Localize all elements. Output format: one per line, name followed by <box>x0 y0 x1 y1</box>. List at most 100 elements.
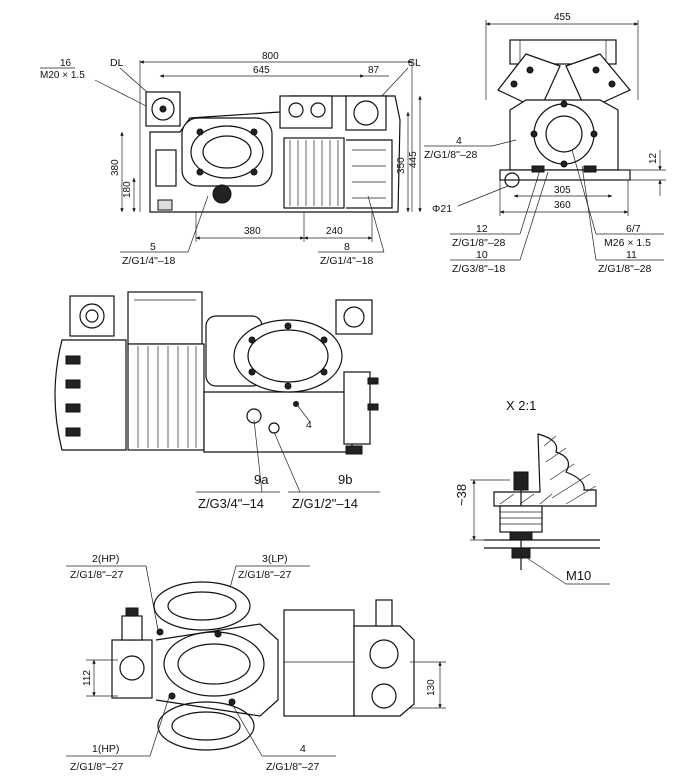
bottom-head-upper <box>153 581 251 631</box>
port-5-thread: Z/G1/4"–18 <box>122 255 176 267</box>
detail-bolt-m10: M10 <box>566 568 591 583</box>
dim-455-text: 455 <box>554 12 571 23</box>
side-view-discharge-flange <box>335 299 373 335</box>
end-port-67-thread: M26 × 1.5 <box>604 237 651 249</box>
bottom-port-3-thread: Z/G1/8"–27 <box>238 569 292 581</box>
suction-flange <box>345 95 387 131</box>
sight-glass <box>212 184 232 204</box>
end-port-10-number: 10 <box>476 249 488 261</box>
cylinder-head-top <box>181 117 273 187</box>
leader-dia-21 <box>457 185 509 207</box>
port-8-thread: Z/G1/4"–18 <box>320 255 374 267</box>
end-port-10-thread: Z/G3/8"–18 <box>452 263 506 275</box>
end-port-12-number: 12 <box>476 223 488 235</box>
dim-180-text: 180 <box>122 181 133 198</box>
end-port-12-thread: Z/G1/8"–28 <box>452 237 506 249</box>
leader-end-port-10 <box>519 171 549 261</box>
side-view-crankcase <box>203 391 353 453</box>
leader-end-port-11 <box>581 165 597 261</box>
bottom-port-4-number: 4 <box>300 743 306 755</box>
side-view: 4 9a Z/G3/4"–14 9b Z/G1/2"–14 <box>54 291 380 511</box>
side-view-suction-flange <box>69 295 115 337</box>
dim-240-text: 240 <box>326 226 343 237</box>
leader-end-port-12 <box>519 169 541 235</box>
bottom-head-lower <box>157 701 255 751</box>
detail-bolt-head <box>513 471 529 491</box>
bottom-port-2-thread: Z/G1/8"–27 <box>70 569 124 581</box>
side-port-9a-thread: Z/G3/4"–14 <box>198 496 264 511</box>
dim-305-text: 305 <box>554 185 571 196</box>
end-port-11-thread: Z/G1/8"–28 <box>598 263 652 275</box>
leader-bottom-port-2 <box>145 565 159 631</box>
dia-21-text: Φ21 <box>432 203 452 215</box>
bottom-port-1-number: 1(HP) <box>92 743 119 755</box>
side-view-oil-pump <box>343 371 371 445</box>
side-view-motor-fins <box>127 343 205 451</box>
detail-x: X 2:1 ~38 M10 <box>454 398 610 585</box>
leader-end-port-67 <box>571 149 597 235</box>
side-port-9b-number: 9b <box>338 472 352 487</box>
bottom-port-4-thread: Z/G1/8"–27 <box>266 761 320 773</box>
end-port-67-number: 6/7 <box>626 223 641 235</box>
bottom-head-middle <box>163 631 265 697</box>
dim-645-text: 645 <box>253 65 270 76</box>
end-view-crankcase <box>509 99 619 171</box>
dim-16-text: 16 <box>60 58 72 69</box>
motor-end-cover <box>346 139 393 209</box>
bottom-port-1-thread: Z/G1/8"–27 <box>70 761 124 773</box>
thread-m20-text: M20 × 1.5 <box>40 70 85 81</box>
side-view-motor-end <box>54 339 127 451</box>
bottom-motor-box <box>283 609 355 717</box>
detail-dim-38: ~38 <box>454 484 469 506</box>
top-view: 800 645 87 16 M20 × 1.5 DL SL <box>40 51 422 267</box>
bottom-left-flange <box>111 639 153 699</box>
end-view: 455 12 4 Z/G1/8"–28 Φ21 30 <box>424 12 666 275</box>
end-port-4-thread: Z/G1/8"–28 <box>424 149 478 161</box>
dim-800-text: 800 <box>262 51 279 62</box>
bottom-right-end <box>353 625 415 717</box>
leader-end-port-4 <box>491 139 517 147</box>
label-dl: DL <box>110 57 124 69</box>
dim-445-text: 445 <box>408 151 419 168</box>
dim-87-text: 87 <box>368 65 380 76</box>
end-port-11-number: 11 <box>626 249 637 261</box>
detail-x-title: X 2:1 <box>506 398 536 413</box>
detail-hatch <box>499 435 597 505</box>
leader-9b <box>273 431 301 493</box>
side-port-4-label: 4 <box>306 419 312 431</box>
leader-bottom-port-4 <box>231 703 263 757</box>
bottom-dim-130: 130 <box>426 679 437 696</box>
leader-sl <box>379 67 409 99</box>
dim-360-text: 360 <box>554 200 571 211</box>
leader-m20 <box>94 79 151 109</box>
motor-fins-top <box>283 137 345 209</box>
bottom-port-2-number: 2(HP) <box>92 553 119 565</box>
port-8-number: 8 <box>344 241 350 253</box>
side-port-9b <box>268 422 280 434</box>
leader-m10 <box>523 555 567 585</box>
side-port-9a-number: 9a <box>254 472 269 487</box>
foot-hole-21 <box>504 172 520 188</box>
port-5-number: 5 <box>150 241 156 253</box>
bottom-port-3-number: 3(LP) <box>262 553 288 565</box>
leader-bottom-port-1 <box>149 693 171 757</box>
detail-spring <box>499 505 543 533</box>
side-port-9b-thread: Z/G1/2"–14 <box>292 496 358 511</box>
bottom-view: 2(HP) Z/G1/8"–27 3(LP) Z/G1/8"–27 112 <box>66 553 446 773</box>
terminal-box <box>279 95 333 129</box>
label-sl: SL <box>408 57 421 69</box>
end-view-feet <box>499 169 631 181</box>
dim-380h-text: 380 <box>244 226 261 237</box>
leader-port-8 <box>367 195 385 253</box>
leader-9a <box>253 419 263 493</box>
discharge-port-circle <box>151 97 175 121</box>
oil-pump <box>155 149 177 187</box>
leader-port-5 <box>187 195 209 253</box>
side-view-head-front <box>233 319 343 393</box>
side-view-terminal-box <box>127 291 203 345</box>
bottom-dim-112: 112 <box>82 670 93 686</box>
dim-380v-text: 380 <box>110 159 121 176</box>
dim-12-text: 12 <box>648 152 659 164</box>
end-port-4-number: 4 <box>456 135 462 147</box>
